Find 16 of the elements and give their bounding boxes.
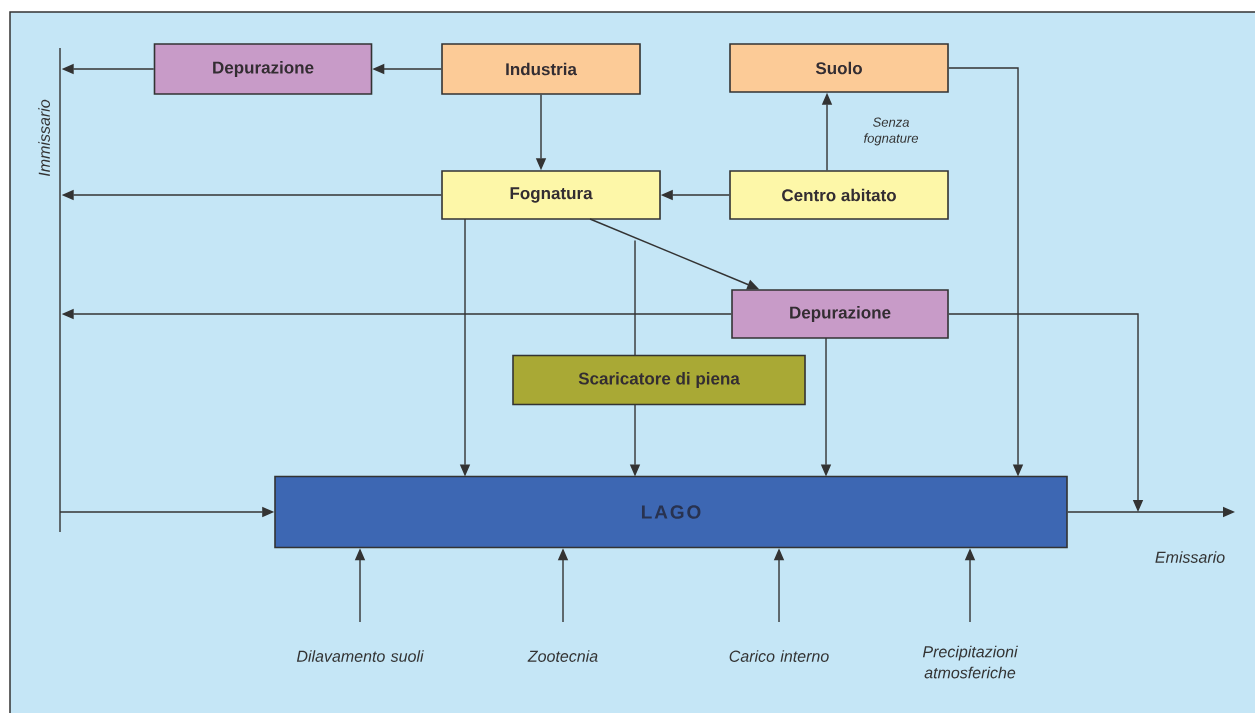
lake-box: LAGO <box>274 475 1068 549</box>
source-label: Precipitazioni atmosferiche <box>922 645 1018 679</box>
outflow-label: Emissario <box>1155 551 1225 563</box>
source-label: Dilavamento suoli <box>296 650 424 662</box>
river-label: Immissario <box>38 99 50 177</box>
source-label: Carico interno <box>729 650 829 662</box>
process-box: Fognatura <box>441 170 661 220</box>
process-box: Scaricatore di piena <box>512 354 806 406</box>
connector-line <box>634 239 636 357</box>
process-box: Centro abitato <box>729 170 949 220</box>
source-label: Zootecnia <box>527 650 598 662</box>
edge-label: Senza fognature <box>864 117 918 146</box>
process-box: Suolo <box>729 43 949 93</box>
process-box: Depurazione <box>731 289 949 339</box>
process-box: Depurazione <box>153 43 373 95</box>
process-box: Industria <box>441 43 641 95</box>
